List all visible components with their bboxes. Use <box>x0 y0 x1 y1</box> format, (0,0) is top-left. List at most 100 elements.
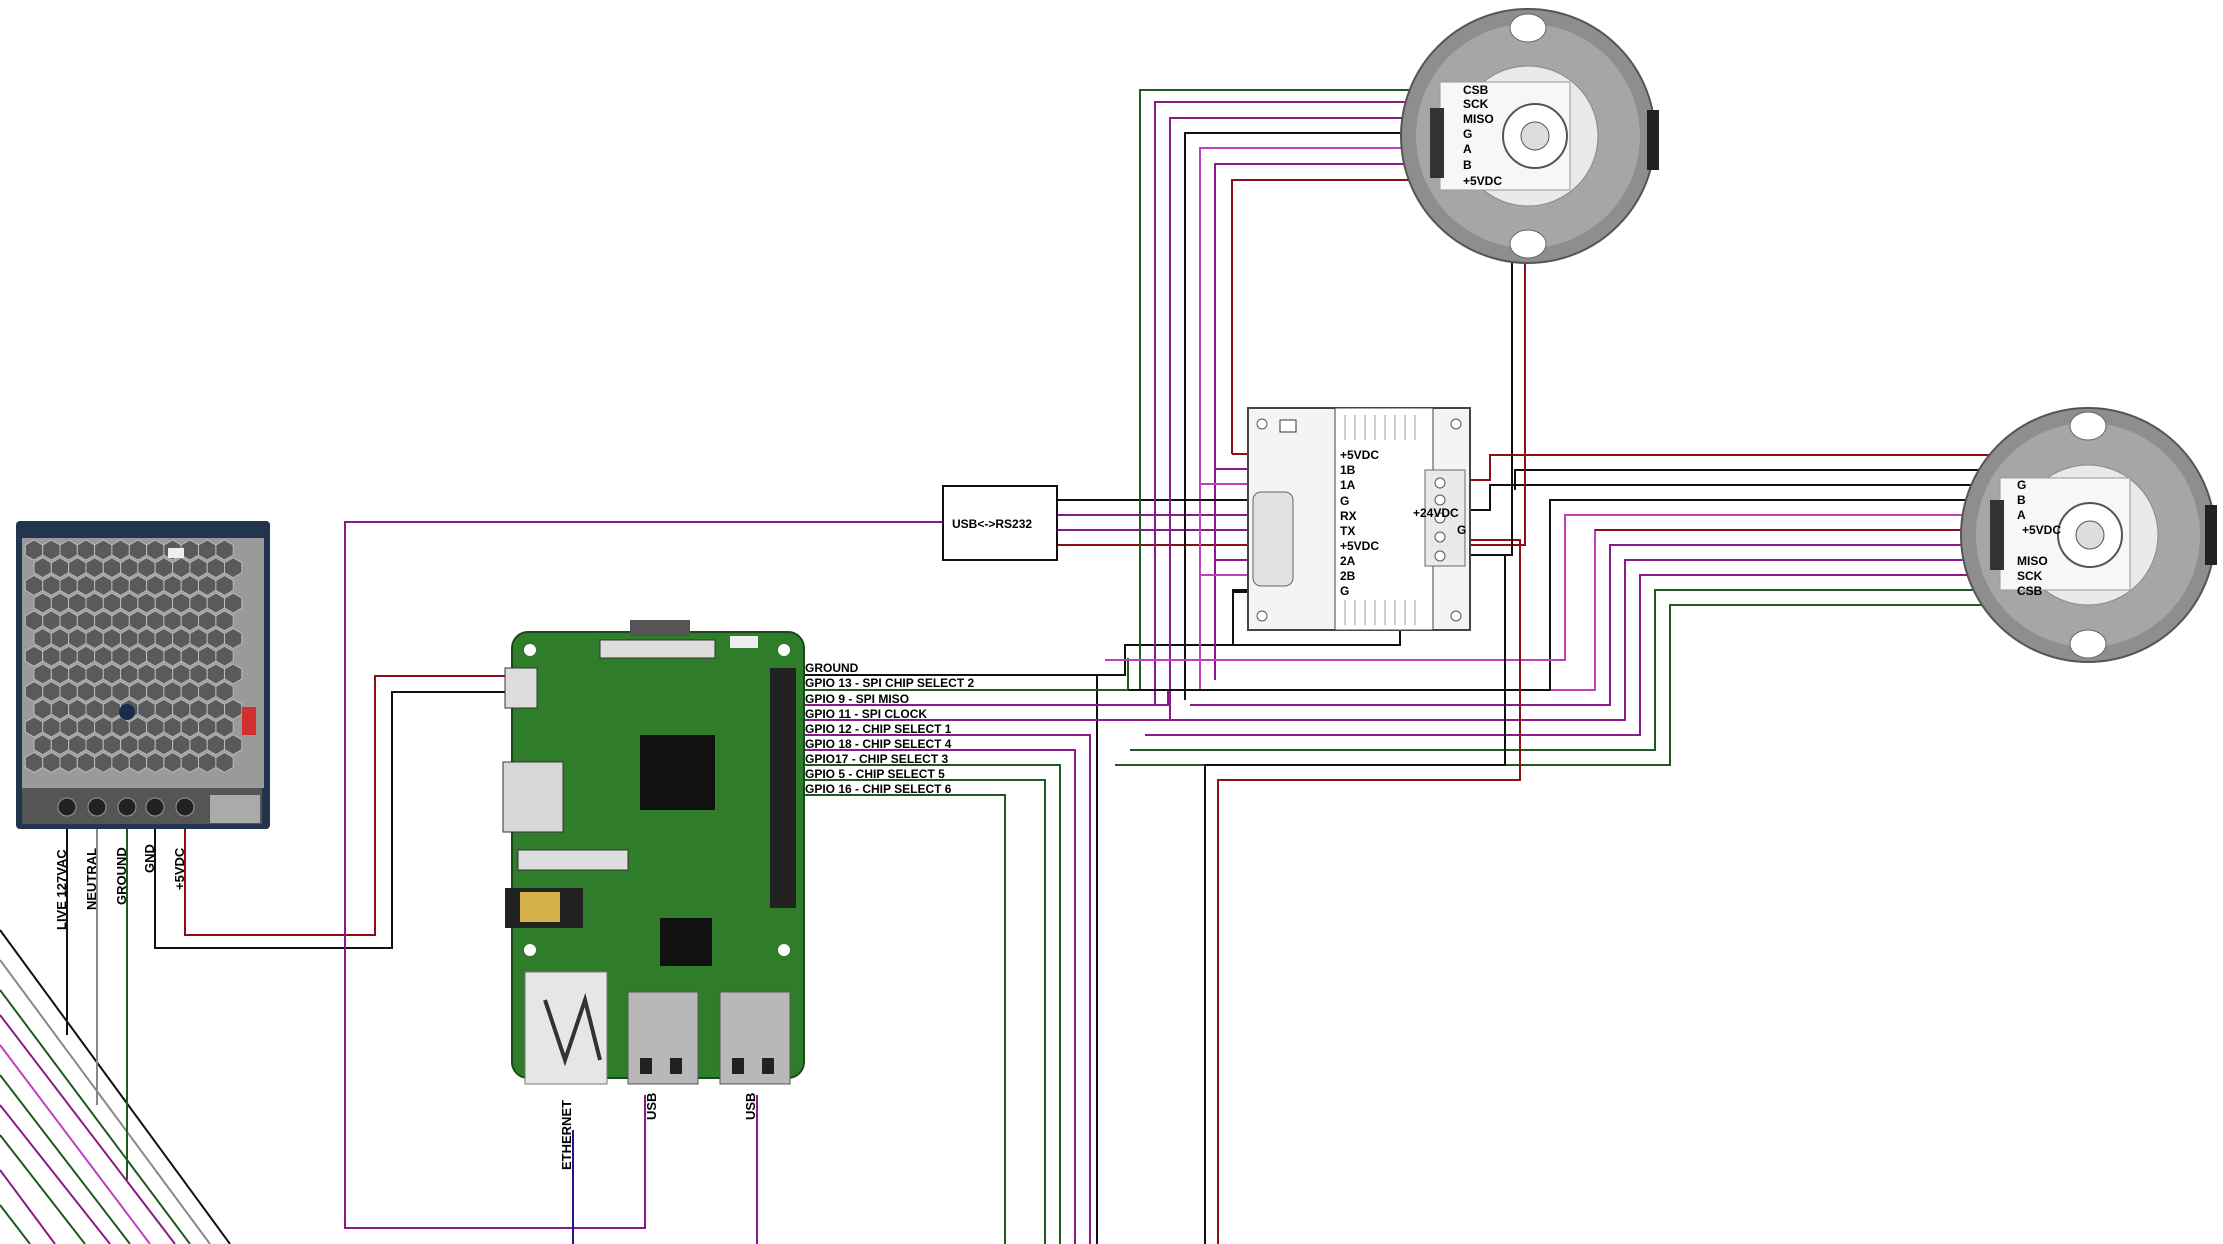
power-supply <box>16 521 270 829</box>
psu-vent-hole <box>50 557 70 579</box>
psu-vent-hole <box>198 681 217 703</box>
pi-usb-controller <box>660 918 712 966</box>
enc-top-label-5vdc: +5VDC <box>1463 174 1502 188</box>
psu-vent-hole <box>154 734 174 756</box>
psu-vent-hole <box>33 663 52 685</box>
pi-usb-port-1 <box>627 991 699 1085</box>
encoder-right-connector <box>1990 500 2004 570</box>
enc-right-label-a: A <box>2017 508 2026 522</box>
pi-sd <box>730 636 758 648</box>
psu-vent-hole <box>111 681 130 703</box>
psu-vent-hole <box>206 592 225 614</box>
pi-hdmi <box>502 761 564 833</box>
psu-vent-hole <box>154 627 174 650</box>
psu-vent-hole <box>42 610 61 632</box>
driver-heatsink-fins <box>1344 415 1416 625</box>
psu-vent-hole <box>94 610 113 632</box>
psu-vent-hole <box>146 716 165 738</box>
psu-vent-hole <box>198 645 217 667</box>
gpio-label-ground: GROUND <box>805 661 859 675</box>
psu-vent-hole <box>189 698 208 720</box>
psu-vent-hole <box>33 557 52 579</box>
driver-label-5vdc-2: +5VDC <box>1340 539 1379 553</box>
enc-top-label-b: B <box>1463 158 1472 172</box>
enc-right-label-5vdc: +5VDC <box>2022 523 2061 537</box>
psu-vent-hole <box>189 627 208 650</box>
raspberry-pi <box>502 620 805 1085</box>
port-label-usb-2: USB <box>743 1093 758 1120</box>
psu-vent-hole <box>180 645 199 667</box>
enc-top-label-csb: CSB <box>1463 83 1489 97</box>
driver-label-24vdc: +24VDC <box>1413 506 1459 520</box>
psu-vent-hole <box>33 734 52 756</box>
psu-vent-hole <box>85 698 104 720</box>
psu-vent-hole <box>102 557 122 579</box>
psu-vent-hole <box>76 574 96 596</box>
psu-vent-hole <box>215 574 234 596</box>
terminal-label-neutral: NEUTRAL <box>84 848 99 910</box>
port-label-ethernet: ETHERNET <box>559 1100 574 1170</box>
psu-vent-hole <box>163 645 182 667</box>
psu-vent-hole <box>154 592 174 614</box>
psu-vent-hole <box>94 645 113 667</box>
psu-vent-hole <box>42 751 61 773</box>
psu-vent-hole <box>102 663 122 685</box>
psu-vent-hole <box>50 663 70 685</box>
port-label-usb-1: USB <box>644 1093 659 1120</box>
psu-vent-hole <box>128 751 148 773</box>
psu-vent-hole <box>198 751 217 773</box>
psu-vent-hole <box>59 716 78 738</box>
gpio-label-gpio18: GPIO 18 - CHIP SELECT 4 <box>805 737 952 751</box>
psu-vent-hole <box>154 663 174 685</box>
psu-vent-hole <box>76 716 96 738</box>
psu-vent-hole <box>128 716 148 738</box>
psu-label-plate <box>210 795 260 823</box>
gpio-label-gpio17: GPIO17 - CHIP SELECT 3 <box>805 752 948 766</box>
psu-vent-hole <box>24 645 44 667</box>
psu-vent-hole <box>163 751 182 773</box>
driver-label-tx: TX <box>1340 524 1355 538</box>
psu-vent-hole <box>224 592 243 614</box>
psu-vent-hole <box>224 557 243 579</box>
psu-vent-hole <box>180 716 199 738</box>
driver-label-1a: 1A <box>1340 478 1356 492</box>
psu-vent-hole <box>76 645 96 667</box>
psu-vent-hole <box>154 557 174 579</box>
psu-vent-hole <box>68 663 87 685</box>
psu-vent-hole <box>94 574 113 596</box>
psu-vent-hole <box>128 681 148 703</box>
motor-driver <box>1247 407 1471 631</box>
psu-vent-hole <box>111 574 130 596</box>
psu-vent-hole <box>137 663 156 685</box>
psu-vent-hole <box>154 698 174 720</box>
psu-vent-hole <box>42 574 61 596</box>
psu-vent-hole <box>215 681 234 703</box>
psu-vent-hole <box>85 734 104 756</box>
driver-left-labels: +5VDC 1B 1A G RX TX +5VDC 2A 2B G <box>1340 448 1379 598</box>
psu-vent-hole <box>94 539 113 561</box>
gpio-label-gpio12: GPIO 12 - CHIP SELECT 1 <box>805 722 952 736</box>
psu-vent-hole <box>76 610 96 632</box>
gpio-label-gpio11: GPIO 11 - SPI CLOCK <box>805 707 927 721</box>
psu-vent-hole <box>94 681 113 703</box>
psu-vent-hole <box>146 610 165 632</box>
psu-vent-hole <box>33 627 52 650</box>
psu-vent-hole <box>24 716 44 738</box>
enc-right-label-miso: MISO <box>2017 554 2048 568</box>
psu-vent-hole <box>224 663 243 685</box>
psu-vent-hole <box>68 734 87 756</box>
pi-usb-c <box>504 667 538 709</box>
psu-vent-hole <box>24 574 44 596</box>
psu-vent-hole <box>172 627 191 650</box>
psu-vent-hole <box>206 627 225 650</box>
psu-vent-hole <box>163 610 182 632</box>
psu-vent-hole <box>224 698 243 720</box>
psu-vent-hole <box>111 645 130 667</box>
psu-vent-hole <box>128 574 148 596</box>
encoder-top-labels: CSB SCK MISO G A B +5VDC <box>1463 83 1502 188</box>
psu-vent-hole <box>146 645 165 667</box>
gpio-label-gpio5: GPIO 5 - CHIP SELECT 5 <box>805 767 945 781</box>
psu-vent-hole <box>137 557 156 579</box>
encoder-motor-right <box>1960 407 2217 663</box>
